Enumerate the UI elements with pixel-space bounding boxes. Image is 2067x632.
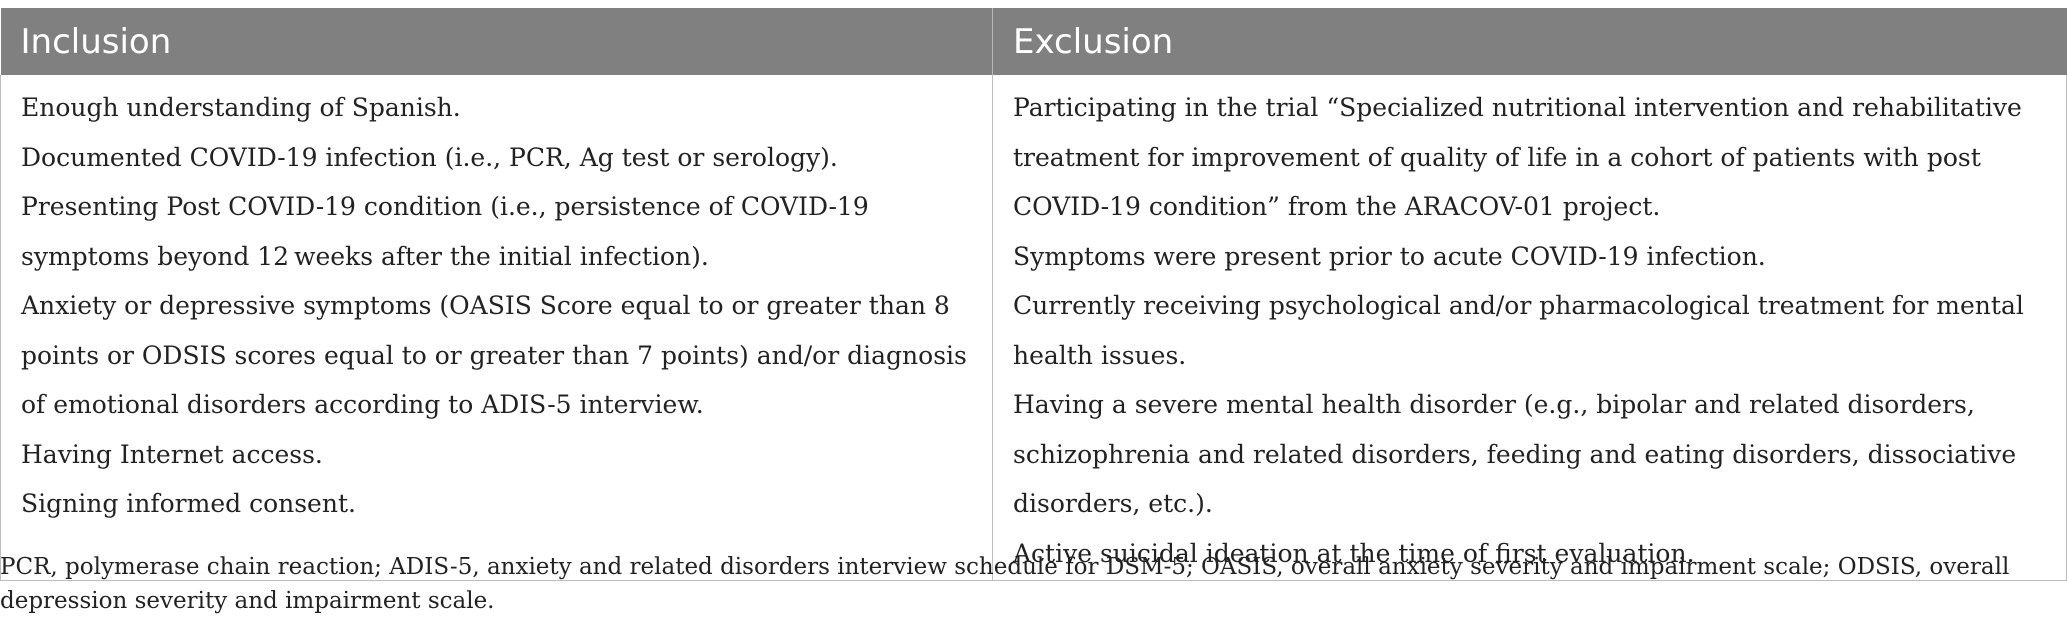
criteria-table: Inclusion Exclusion Enough understanding… xyxy=(0,8,2067,581)
inclusion-cell: Enough understanding of Spanish. Documen… xyxy=(0,75,993,581)
table-header-row: Inclusion Exclusion xyxy=(0,8,2067,75)
exclusion-item: Active suicidal ideation at the time of … xyxy=(1013,538,1695,568)
header-exclusion: Exclusion xyxy=(992,8,2067,75)
criteria-table-container: Inclusion Exclusion Enough understanding… xyxy=(0,8,2067,581)
exclusion-item: Currently receiving psychological and/or… xyxy=(1013,291,2024,370)
exclusion-item: Participating in the trial “Specialized … xyxy=(1013,93,2022,221)
exclusion-item: Symptoms were present prior to acute COV… xyxy=(1013,241,1766,271)
table-body-row: Enough understanding of Spanish. Documen… xyxy=(0,75,2067,581)
inclusion-item: Documented COVID-19 infection (i.e., PCR… xyxy=(21,142,838,172)
inclusion-item: Having Internet access. xyxy=(21,439,323,469)
inclusion-item: Enough understanding of Spanish. xyxy=(21,93,461,122)
exclusion-cell: Participating in the trial “Specialized … xyxy=(992,75,2067,581)
header-inclusion: Inclusion xyxy=(0,8,993,75)
exclusion-item: Having a severe mental health disorder (… xyxy=(1013,390,2017,518)
inclusion-item: Anxiety or depressive symptoms (OASIS Sc… xyxy=(21,291,967,419)
table-footnote: PCR, polymerase chain reaction; ADIS-5, … xyxy=(0,554,2010,614)
inclusion-item: Presenting Post COVID-19 condition (i.e.… xyxy=(21,192,869,271)
inclusion-item: Signing informed consent. xyxy=(21,489,356,518)
